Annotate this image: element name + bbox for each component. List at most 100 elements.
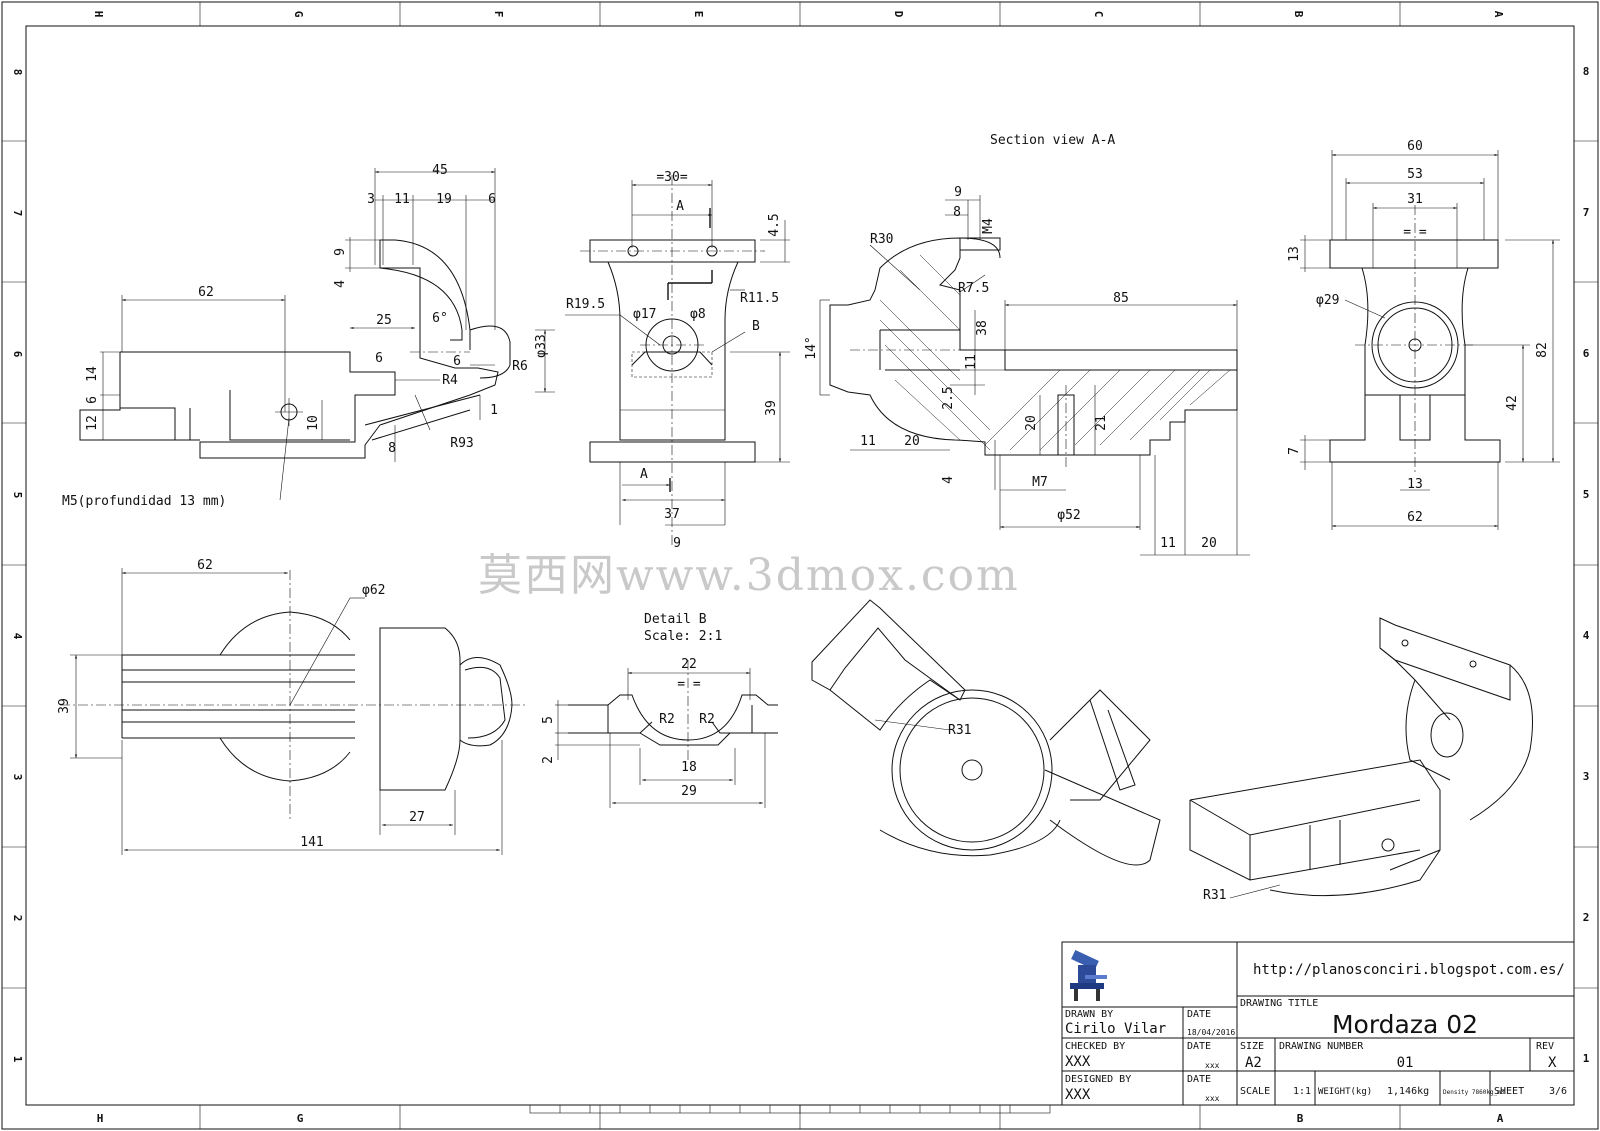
- dim-label: 37: [664, 507, 680, 522]
- dim-label: M7: [1032, 475, 1048, 490]
- dim-label: 31: [1407, 192, 1423, 207]
- dim-label: 6: [85, 396, 100, 404]
- drawing-number-label: DRAWING NUMBER: [1279, 1041, 1364, 1052]
- zone-col-bottom: A: [1497, 1112, 1504, 1125]
- dim-label: 6: [453, 354, 461, 369]
- dim-label: 18: [681, 760, 697, 775]
- dim-label: φ52: [1057, 508, 1080, 523]
- dim-label: 1: [490, 403, 498, 418]
- dim-label: 60: [1407, 139, 1423, 154]
- dim-label: 7: [1287, 447, 1302, 455]
- zone-row-left: 4: [11, 633, 24, 640]
- dim-label: M4: [981, 218, 996, 234]
- date-label: DATE: [1187, 1074, 1211, 1085]
- dim-label: = =: [1403, 225, 1427, 240]
- weight-value: 1,146kg: [1387, 1086, 1429, 1097]
- top-view: 62 φ62 39 27 141: [57, 558, 525, 855]
- tapped-hole-note: M5(profundidad 13 mm): [62, 494, 226, 509]
- zone-col-top: B: [1292, 11, 1305, 18]
- dim-label: R2: [659, 712, 675, 727]
- dim-label: φ17: [633, 307, 656, 322]
- dim-label: 4.5: [767, 213, 782, 236]
- drawing-title: Mordaza 02: [1332, 1010, 1478, 1039]
- zone-row-left: 8: [11, 69, 24, 76]
- dim-label: 29: [681, 784, 697, 799]
- dim-label: φ62: [362, 583, 385, 598]
- dim-label: 27: [409, 810, 425, 825]
- dim-label: R19.5: [566, 297, 605, 312]
- dim-label: 141: [300, 835, 323, 850]
- front-view: =30= A 4.5 R19.5 φ17 φ8 R11.5 B 39 A 37 …: [565, 170, 790, 551]
- zone-labels: H G F E D C B A H G B A 8 7 6 5 4 3 2 1 …: [11, 11, 1590, 1125]
- zone-col-top: C: [1092, 11, 1105, 18]
- zone-row-left: 7: [11, 210, 24, 217]
- dim-label: 6: [488, 192, 496, 207]
- section-marker-A-bottom: A: [640, 467, 648, 482]
- sheet-value: 3/6: [1549, 1086, 1567, 1097]
- zone-row-right: 1: [1583, 1052, 1590, 1065]
- dim-label: φ29: [1316, 293, 1339, 308]
- checked-by-value: XXX: [1065, 1054, 1091, 1070]
- detail-b-view: Detail B Scale: 2:1 22 = = 5 R2 R2 2 18 …: [541, 612, 778, 808]
- section-view-title: Section view A-A: [990, 133, 1115, 148]
- date-label: DATE: [1187, 1041, 1211, 1052]
- zone-row-left: 5: [11, 492, 24, 499]
- size-label: SIZE: [1240, 1041, 1264, 1052]
- zone-col-top: G: [292, 11, 305, 18]
- zone-col-top: H: [92, 11, 105, 18]
- dim-label: 62: [198, 285, 214, 300]
- drawing-number: 01: [1397, 1055, 1414, 1071]
- dim-label: 8: [953, 205, 961, 220]
- zone-col-bottom: G: [297, 1112, 304, 1125]
- date-label: DATE: [1187, 1009, 1211, 1020]
- isometric-view-top: R31: [1189, 617, 1533, 903]
- zone-col-top: D: [892, 11, 905, 18]
- zone-row-right: 6: [1583, 347, 1590, 360]
- zone-row-right: 5: [1583, 488, 1590, 501]
- dim-label: 20: [1024, 415, 1039, 431]
- watermark: 莫西网www.3dmox.com: [478, 550, 1020, 601]
- dim-label: R4: [442, 373, 458, 388]
- dim-label: 25: [376, 313, 392, 328]
- rev-value: X: [1548, 1055, 1557, 1071]
- dim-label: 82: [1535, 342, 1550, 358]
- detail-title: Detail B: [644, 612, 707, 627]
- scale-value: 1:1: [1293, 1086, 1311, 1097]
- dim-label: R6: [512, 359, 528, 374]
- vise-logo-icon: [1070, 949, 1107, 1001]
- dim-label: φ8: [690, 307, 706, 322]
- dim-label: 21: [1094, 415, 1109, 431]
- dim-label: R7.5: [958, 281, 989, 296]
- dim-label: 39: [57, 698, 72, 714]
- zone-row-right: 2: [1583, 911, 1590, 924]
- dim-label: 3: [367, 192, 375, 207]
- dim-label: 2: [541, 756, 556, 764]
- designed-by-label: DESIGNED BY: [1065, 1074, 1131, 1085]
- section-hatching: [879, 254, 1231, 451]
- zone-col-bottom: H: [97, 1112, 104, 1125]
- dim-label: 6: [375, 351, 383, 366]
- density-value: Density 7860kg_m3: [1443, 1089, 1505, 1096]
- dim-label: 85: [1113, 291, 1129, 306]
- dim-label: R30: [870, 232, 893, 247]
- dim-label: 42: [1505, 395, 1520, 411]
- dim-label: 22: [681, 657, 697, 672]
- zone-row-left: 6: [11, 351, 24, 358]
- dim-label: =30=: [656, 170, 687, 185]
- dim-label: 13: [1287, 246, 1302, 262]
- dim-label: φ33: [534, 334, 549, 357]
- dim-label: 53: [1407, 167, 1423, 182]
- dim-label: 19: [436, 192, 452, 207]
- right-view: 60 53 31 = = 13 φ29 82 42 7 13 62: [1287, 139, 1560, 530]
- detail-marker-B: B: [752, 319, 760, 334]
- dim-label: 12: [85, 415, 100, 431]
- zone-row-left: 1: [11, 1056, 24, 1063]
- weight-label: WEIGHT(kg): [1318, 1087, 1372, 1097]
- section-marker-A-top: A: [676, 199, 684, 214]
- dim-label: 5: [541, 716, 556, 724]
- dim-label: 9: [333, 248, 348, 256]
- checked-date: xxx: [1205, 1061, 1220, 1070]
- zone-row-right: 4: [1583, 629, 1590, 642]
- section-view: Section view A-A: [804, 133, 1250, 556]
